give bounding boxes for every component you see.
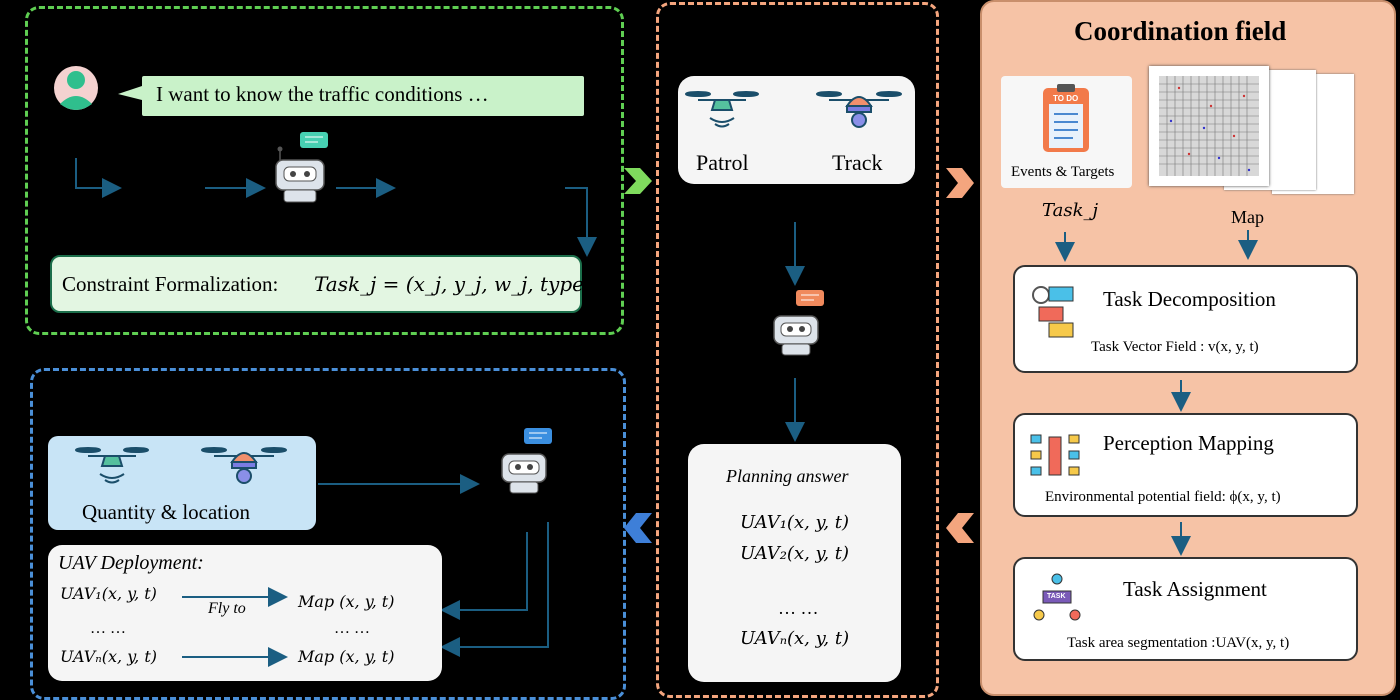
planning-item-2: UAV₂(x, y, t)	[740, 543, 850, 564]
task-decomposition-sub: Task Vector Field : v(x, y, t)	[1091, 339, 1259, 355]
events-label: Events & Targets	[1011, 164, 1115, 180]
task-assignment-icon	[1033, 573, 1081, 621]
task-assignment-box: TASK Task Assignment Task area segmentat…	[1013, 557, 1358, 661]
coordination-flow-arrows	[1055, 230, 1258, 556]
deployment-title: UAV Deployment:	[58, 552, 204, 574]
events-card: TO DO Events & Targets	[1001, 76, 1132, 188]
perception-mapping-box: Perception Mapping Environmental potenti…	[1013, 413, 1358, 517]
perception-mapping-icon	[1030, 434, 1080, 476]
map-label: Map	[1231, 207, 1264, 227]
task-assignment-title: Task Assignment	[1123, 577, 1267, 601]
fly-to-label: Fly to	[208, 600, 246, 617]
deploy-dots-right: … …	[334, 620, 370, 637]
deploy-dots-left: … …	[90, 620, 126, 637]
patrol-drone-icon	[685, 91, 759, 128]
deploy-row1-map: Map (x, y, t)	[298, 592, 395, 611]
perception-mapping-title: Perception Mapping	[1103, 431, 1274, 455]
planning-panel	[656, 2, 939, 698]
uav-modes-card: Patrol Track	[678, 76, 915, 184]
arrow-to-coordination	[946, 168, 974, 198]
robot-assistant-icon	[275, 132, 328, 203]
deployment-panel	[30, 368, 626, 700]
task-badge: TASK	[1047, 593, 1066, 600]
arrow-from-coordination	[946, 513, 974, 543]
task-decomposition-box: Task Decomposition Task Vector Field : v…	[1013, 265, 1358, 373]
planning-item-n: UAVₙ(x, y, t)	[740, 628, 850, 649]
arrow-to-deployment	[624, 513, 652, 543]
planning-item-dots: … …	[778, 598, 819, 618]
task-decomposition-title: Task Decomposition	[1103, 287, 1276, 311]
query-bubble: I want to know the traffic conditions …	[142, 76, 584, 116]
deploy-rowN-uav: UAVₙ(x, y, t)	[60, 647, 157, 666]
constraint-box: Constraint Formalization: Task_j = (x_j,…	[50, 255, 608, 313]
planning-title: Planning answer	[726, 466, 849, 486]
constraint-formula: Task_j = (x_j, y_j, w_j, type_j)	[314, 272, 608, 296]
grid-map-icon	[1159, 76, 1259, 176]
task-label: Task_j	[1042, 200, 1099, 221]
user-avatar-icon	[54, 66, 98, 110]
patrol-label: Patrol	[696, 150, 749, 175]
track-drone-icon	[816, 91, 902, 128]
deploy-drones-icon	[75, 447, 287, 484]
task-assignment-sub: Task area segmentation :UAV(x, y, t)	[1067, 635, 1290, 651]
quantity-location-label: Quantity & location	[82, 500, 250, 524]
quantity-location-card: Quantity & location	[48, 436, 316, 530]
deploy-row1-uav: UAV₁(x, y, t)	[60, 584, 157, 603]
todo-clipboard-icon	[1043, 84, 1089, 152]
robot-planner-icon	[773, 290, 824, 356]
user-request-panel	[25, 6, 624, 335]
perception-mapping-sub: Environmental potential field: ϕ(x, y, t…	[1045, 489, 1281, 505]
task-decomposition-icon	[1032, 286, 1074, 338]
planning-item-1: UAV₁(x, y, t)	[740, 512, 850, 533]
todo-label: TO DO	[1053, 94, 1079, 103]
query-text: I want to know the traffic conditions …	[156, 82, 489, 106]
coordination-title: Coordination field	[1074, 16, 1287, 46]
uav-deployment-card: UAV Deployment: UAV₁(x, y, t) Fly to Map…	[48, 545, 442, 681]
arrow-to-planning	[624, 168, 652, 194]
track-label: Track	[832, 150, 883, 175]
deploy-rowN-map: Map (x, y, t)	[298, 647, 395, 666]
planning-answer-card: Planning answer UAV₁(x, y, t) UAV₂(x, y,…	[688, 444, 901, 682]
constraint-label: Constraint Formalization:	[62, 272, 279, 296]
robot-deployer-icon	[501, 428, 552, 494]
user-flow-arrows	[75, 158, 597, 257]
map-sheet-front	[1149, 66, 1269, 186]
